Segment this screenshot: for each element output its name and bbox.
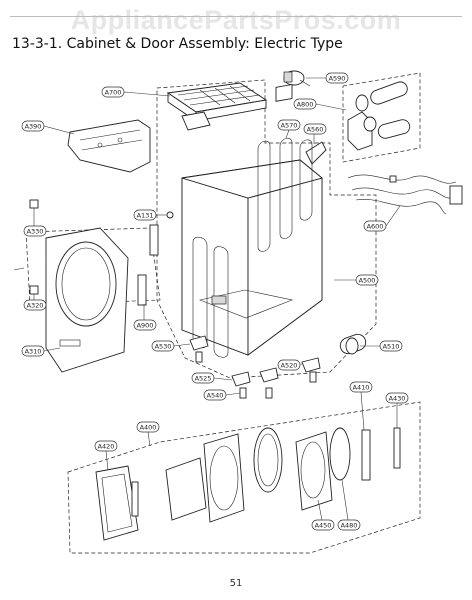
callout-A330: A330 <box>23 208 47 237</box>
callout-A525: A525 <box>191 372 233 384</box>
svg-text:A450: A450 <box>315 522 332 530</box>
svg-text:A420: A420 <box>98 443 115 451</box>
svg-text:A310: A310 <box>25 348 42 356</box>
svg-text:A320: A320 <box>27 302 44 310</box>
callout-A570: A570 <box>277 119 301 139</box>
callout-A590: A590 <box>306 72 349 84</box>
top-plate-part <box>166 82 268 131</box>
callout-A510: A510 <box>360 340 403 352</box>
callout-A800: A800 <box>293 98 347 111</box>
door-group-outline <box>67 401 421 554</box>
callout-A900: A900 <box>133 304 157 331</box>
front-panel-part <box>45 227 129 373</box>
svg-text:A330: A330 <box>27 228 44 236</box>
svg-text:A540: A540 <box>207 392 224 400</box>
svg-text:A410: A410 <box>353 384 370 392</box>
svg-text:A520: A520 <box>281 362 298 370</box>
callout-A700: A700 <box>101 86 171 98</box>
callout-A500: A500 <box>334 274 379 286</box>
callout-A600: A600 <box>363 205 401 232</box>
title-rule <box>10 16 462 17</box>
hinge-parts <box>137 211 174 306</box>
top-frame-part <box>67 119 151 173</box>
callout-A131: A131 <box>133 209 167 221</box>
svg-text:A500: A500 <box>359 277 376 285</box>
svg-text:A510: A510 <box>383 343 400 351</box>
wire-harness-part <box>347 174 463 215</box>
svg-text:A131: A131 <box>137 212 154 220</box>
callout-A410: A410 <box>349 381 373 431</box>
duct-group-outline <box>342 72 421 163</box>
callout-A560: A560 <box>303 123 327 144</box>
motor-part <box>283 70 311 87</box>
svg-text:A600: A600 <box>367 223 384 231</box>
svg-text:A900: A900 <box>137 322 154 330</box>
callout-A520: A520 <box>277 359 303 371</box>
callout-A400: A400 <box>136 421 160 447</box>
callout-A530: A530 <box>151 340 191 352</box>
frame-bracket-part <box>13 199 39 295</box>
svg-text:A800: A800 <box>297 101 314 109</box>
svg-text:A570: A570 <box>281 122 298 130</box>
svg-text:A700: A700 <box>105 89 122 97</box>
cabinet-part <box>181 137 323 358</box>
callout-A480: A480 <box>337 479 361 531</box>
leg-parts <box>189 335 321 399</box>
callout-A430: A430 <box>385 392 409 428</box>
callout-A540: A540 <box>203 389 241 401</box>
door-assembly-parts <box>95 427 401 541</box>
page-title: 13-3-1. Cabinet & Door Assembly: Electri… <box>12 36 343 52</box>
svg-text:A530: A530 <box>155 343 172 351</box>
page-number: 51 <box>229 578 243 589</box>
frame-group-outline <box>25 227 161 306</box>
svg-text:A590: A590 <box>329 75 346 83</box>
svg-text:A560: A560 <box>307 126 324 134</box>
upper-group-outline <box>156 79 377 379</box>
callout-A310: A310 <box>21 345 61 357</box>
callouts: A590 A700 A800 A390 A570 <box>21 72 409 531</box>
callout-A390: A390 <box>21 120 75 135</box>
callout-A450: A450 <box>311 499 335 531</box>
svg-text:A390: A390 <box>25 123 42 131</box>
svg-text:A430: A430 <box>389 395 406 403</box>
callout-A320: A320 <box>23 294 47 311</box>
svg-text:A480: A480 <box>341 522 358 530</box>
bracket-parts <box>275 83 327 165</box>
exhaust-tube-part <box>339 333 367 355</box>
duct-part <box>347 81 411 151</box>
svg-text:A400: A400 <box>140 424 157 432</box>
callout-A420: A420 <box>94 440 118 471</box>
svg-text:A525: A525 <box>195 375 212 383</box>
